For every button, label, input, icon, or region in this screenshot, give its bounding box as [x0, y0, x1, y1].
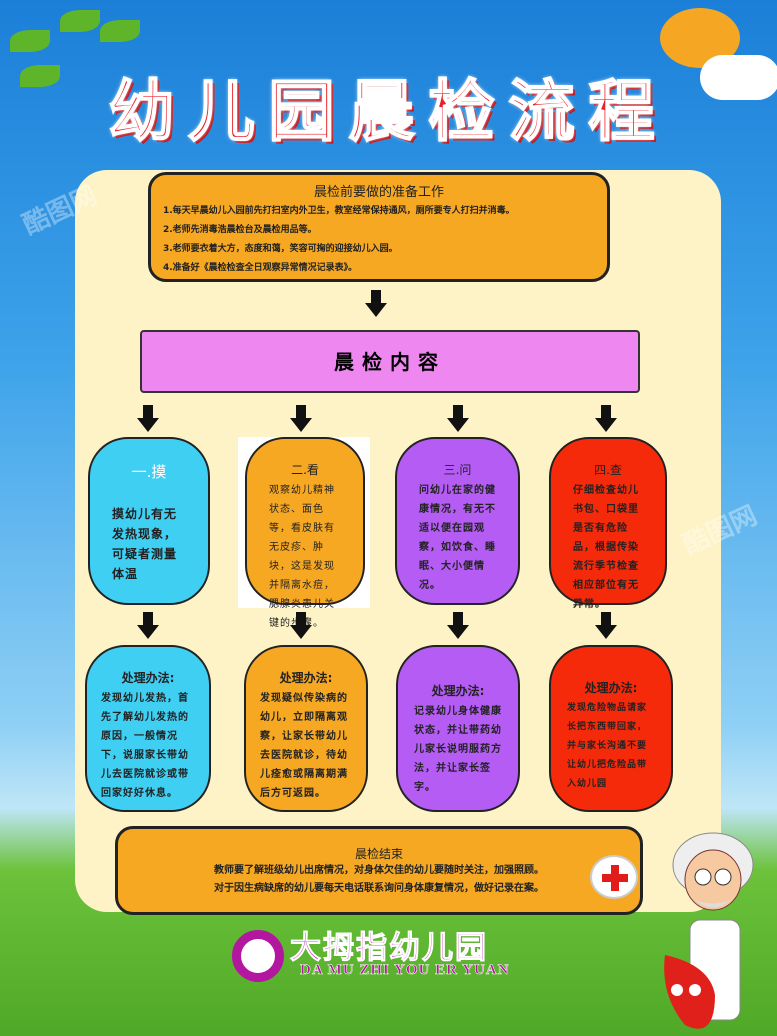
arrow-down-icon	[137, 405, 159, 433]
step-heading: 三.问	[443, 463, 472, 477]
step-text: 问幼儿在家的健康情况，有无不适以便在园观察，如饮食、睡眠、大小便情况。	[419, 485, 496, 591]
step-text: 观察幼儿精神状态、面色等，看皮肤有无皮疹、肿块，这是发现并隔离水痘，腮腺炎患儿关…	[269, 485, 335, 629]
kindergarten-logo-icon	[232, 930, 284, 982]
prep-item: 3.老师要衣着大方，态度和蔼，笑容可掬的迎接幼儿入园。	[163, 244, 398, 254]
handling-text: 发现危险物品请家长把东西带回家，并与家长沟通不要让幼儿把危险品带入幼儿园	[567, 703, 648, 789]
step-check: 四.查 仔细检查幼儿书包、口袋里是否有危险品，根据传染流行季节检查相应部位有无异…	[549, 437, 667, 610]
handling-heading: 处理办法:	[279, 671, 333, 685]
cloud-decoration	[700, 55, 777, 100]
handling-ask: 处理办法: 记录幼儿身体健康状态，并让带药幼儿家长说明服药方法，并让家长签字。	[396, 645, 520, 812]
kindergarten-name-pinyin: DA MU ZHI YOU ER YUAN	[300, 962, 510, 979]
arrow-down-icon	[290, 612, 312, 640]
leaf-decoration	[20, 65, 60, 87]
kindergarten-name: 大拇指幼儿园	[290, 930, 488, 967]
end-line: 教师要了解班级幼儿出席情况，对身体欠佳的幼儿要随时关注，加强照顾。	[214, 865, 544, 876]
step-heading: 四.查	[594, 463, 622, 477]
leaf-decoration	[10, 30, 50, 52]
handling-text: 发现疑似传染病的幼儿，立即隔离观察，让家长带幼儿去医院就诊，待幼儿痊愈或隔离期满…	[260, 693, 348, 799]
doctor-mascot-icon	[664, 832, 754, 1029]
handling-touch: 处理办法: 发现幼儿发热，首先了解幼儿发热的原因，一般情况下，说服家长带幼儿去医…	[85, 645, 211, 812]
step-text: 仔细检查幼儿书包、口袋里是否有危险品，根据传染流行季节检查相应部位有无异常。	[573, 485, 639, 610]
handling-look: 处理办法: 发现疑似传染病的幼儿，立即隔离观察，让家长带幼儿去医院就诊，待幼儿痊…	[244, 645, 368, 812]
handling-heading: 处理办法:	[121, 671, 175, 685]
poster-title: 幼儿园晨检流程	[108, 72, 669, 151]
end-heading: 晨检结束	[354, 847, 403, 861]
prep-item: 2.老师先消毒浩晨检台及晨检用品等。	[163, 225, 317, 235]
step-heading: 二.看	[291, 463, 319, 477]
step-text: 摸幼儿有无发热现象，可疑者测量体温	[112, 507, 178, 581]
end-box: 晨检结束 教师要了解班级幼儿出席情况，对身体欠佳的幼儿要随时关注，加强照顾。 对…	[115, 826, 643, 915]
handling-heading: 处理办法:	[584, 681, 638, 695]
arrow-down-icon	[290, 405, 312, 433]
handling-check: 处理办法: 发现危险物品请家长把东西带回家，并与家长沟通不要让幼儿把危险品带入幼…	[549, 645, 673, 812]
arrow-down-icon	[595, 405, 617, 433]
arrow-down-icon	[137, 612, 159, 640]
arrow-down-icon	[365, 290, 387, 318]
step-look: 二.看 观察幼儿精神状态、面色等，看皮肤有无皮疹、肿块，这是发现并隔离水痘，腮腺…	[245, 437, 365, 629]
step-heading: 一.摸	[131, 463, 167, 481]
arrow-down-icon	[595, 612, 617, 640]
handling-heading: 处理办法:	[431, 684, 485, 698]
arrow-down-icon	[447, 612, 469, 640]
prep-item: 1.每天早晨幼儿入园前先打扫室内外卫生，教室经常保持通风，厕所要专人打扫并消毒。	[163, 206, 515, 216]
handling-text: 记录幼儿身体健康状态，并让带药幼儿家长说明服药方法，并让家长签字。	[414, 706, 502, 793]
prep-item: 4.准备好《晨检检查全日观察异常情况记录表》。	[163, 263, 358, 273]
handling-text: 发现幼儿发热，首先了解幼儿发热的原因，一般情况下，说服家长带幼儿去医院就诊或带回…	[101, 693, 189, 799]
content-heading-bar: 晨检内容	[140, 330, 640, 393]
red-cross-icon	[590, 855, 638, 899]
leaf-decoration	[60, 10, 100, 32]
step-touch: 一.摸 摸幼儿有无发热现象，可疑者测量体温	[88, 437, 210, 605]
prep-heading: 晨检前要做的准备工作	[313, 185, 444, 200]
step-ask: 三.问 问幼儿在家的健康情况，有无不适以便在园观察，如饮食、睡眠、大小便情况。	[395, 437, 520, 605]
arrow-down-icon	[447, 405, 469, 433]
prep-box: 晨检前要做的准备工作 1.每天早晨幼儿入园前先打扫室内外卫生，教室经常保持通风，…	[148, 172, 610, 282]
leaf-decoration	[100, 20, 140, 42]
end-line: 对于因生病缺席的幼儿要每天电话联系询问身体康复情况，做好记录在案。	[214, 883, 544, 894]
